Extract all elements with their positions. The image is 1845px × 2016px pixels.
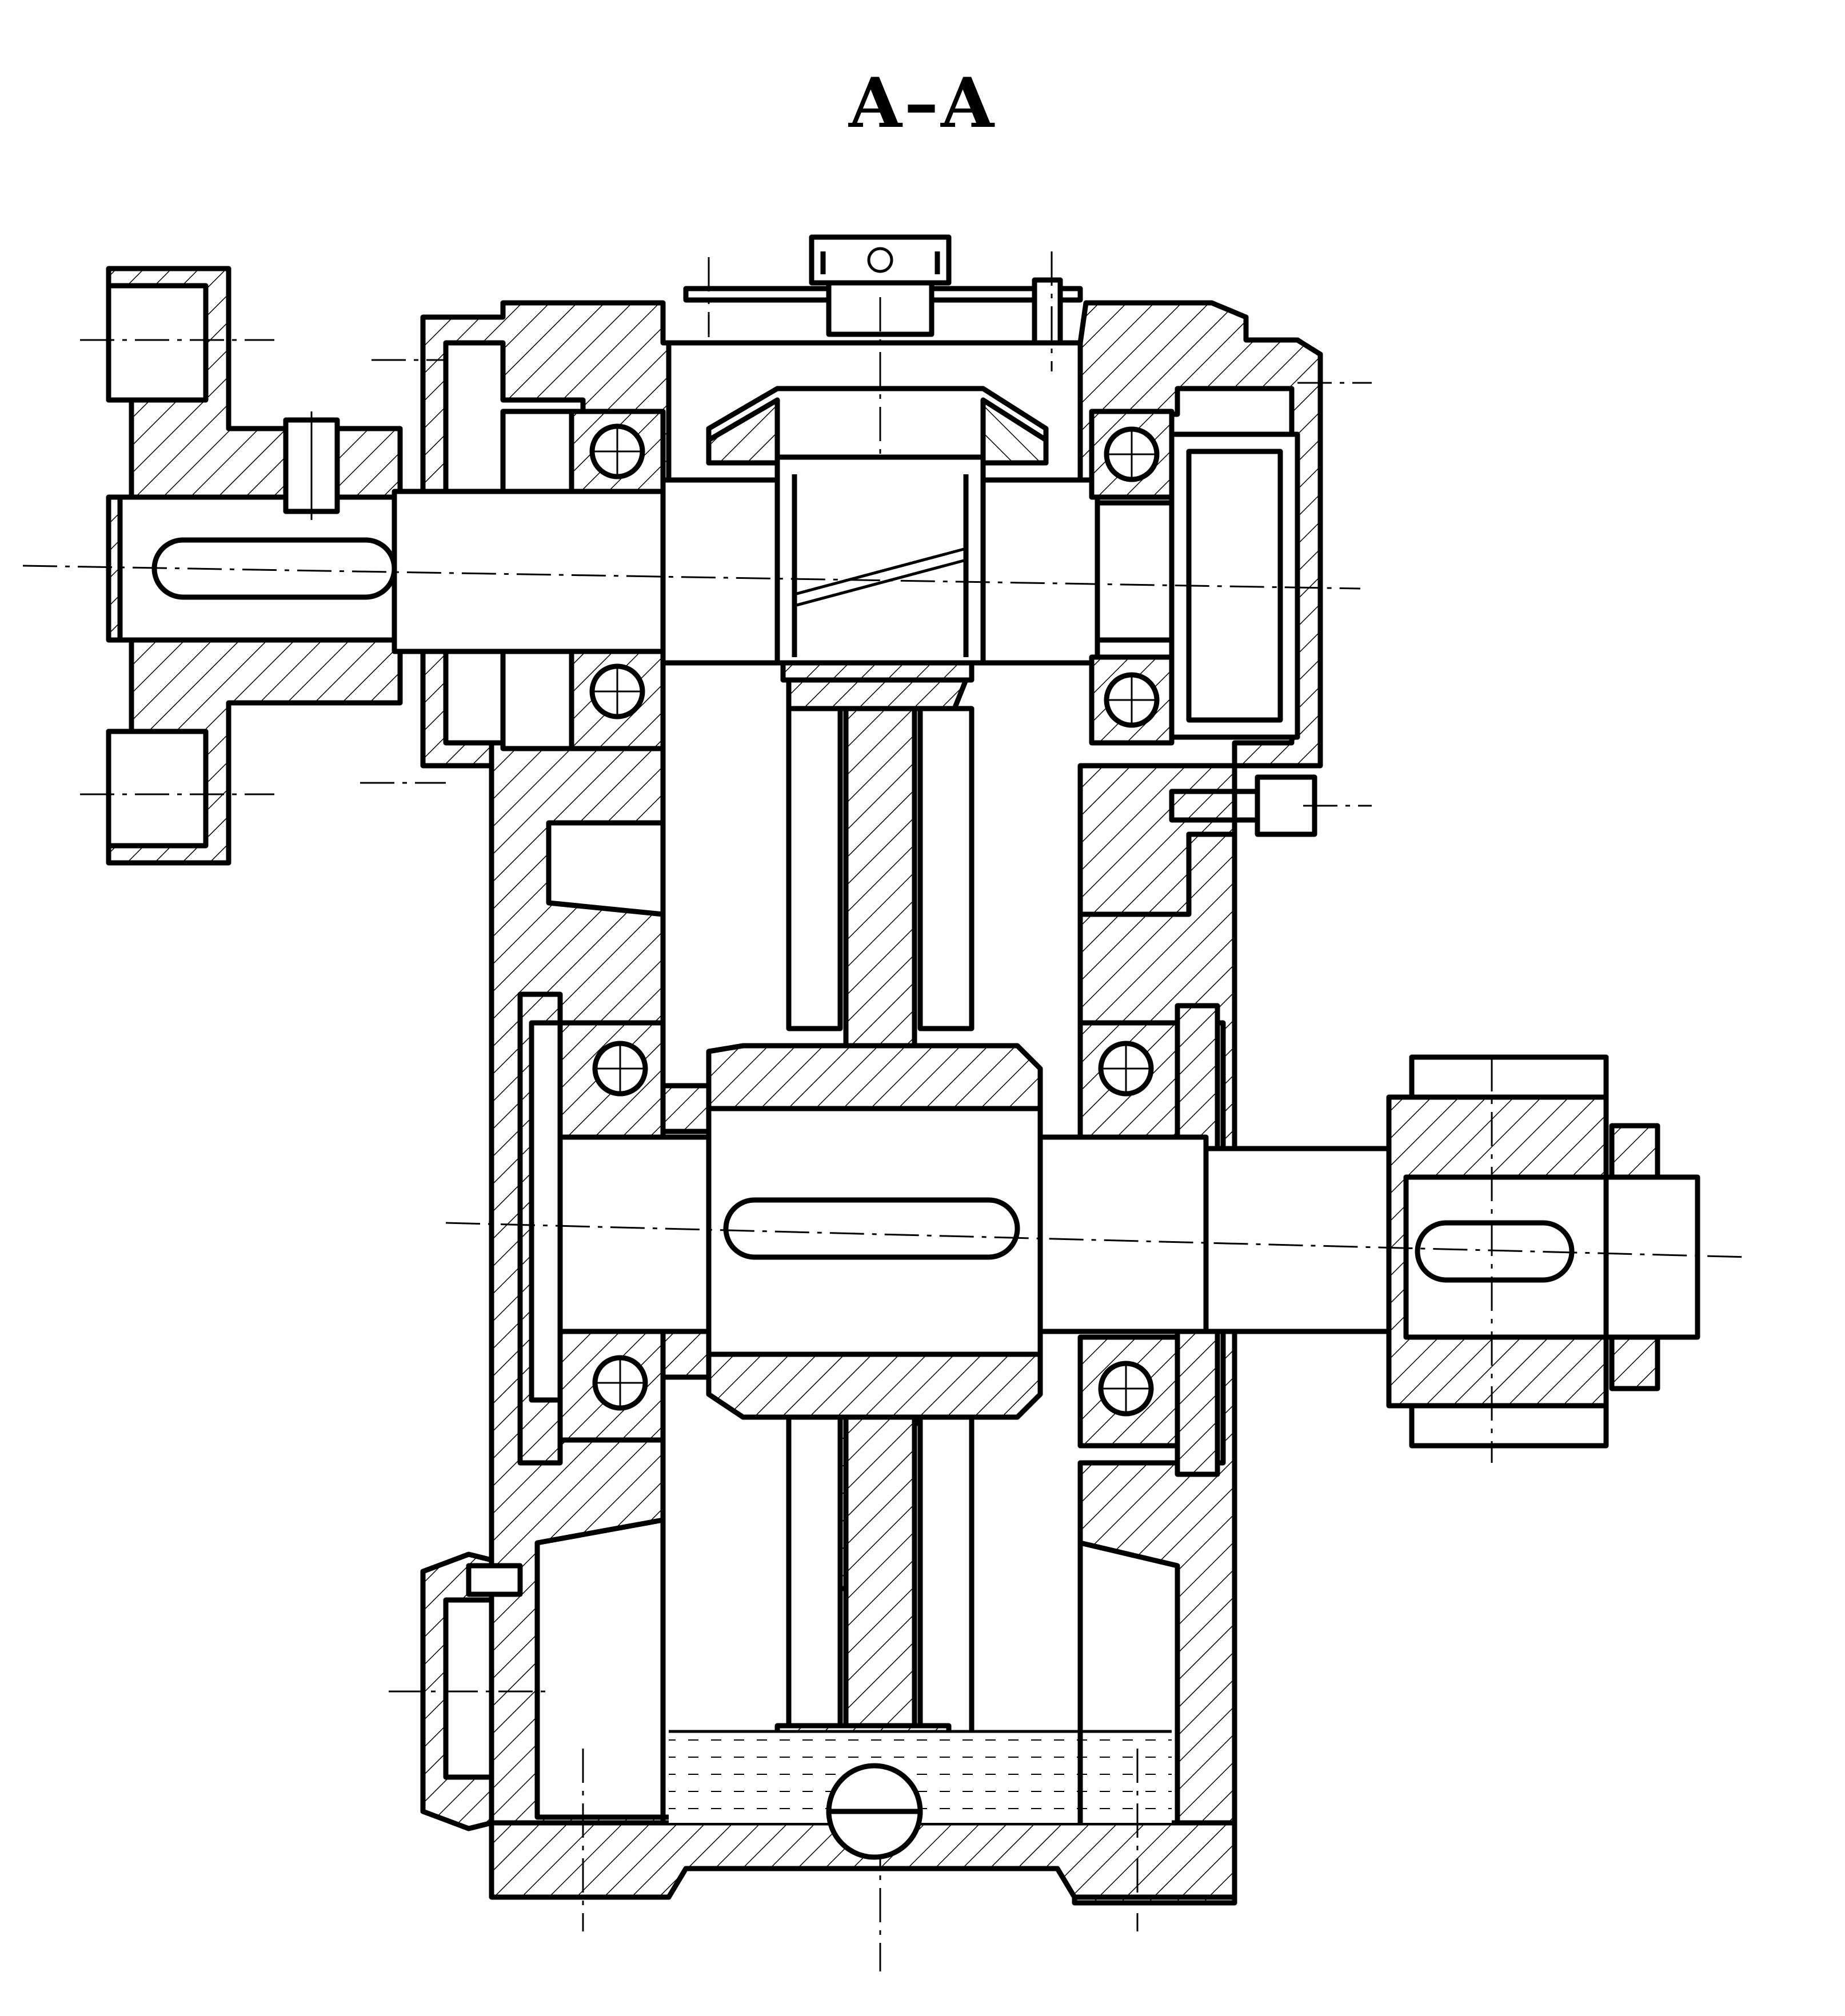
section-title: A–A [848,63,997,143]
drain-plug [826,1763,923,1860]
input-shaft-assembly [22,266,1361,866]
bearing-input-right [1089,409,1175,746]
output-shaft-assembly [445,991,1750,1477]
oil-gauge [389,1551,549,1831]
output-gear-hub [706,1043,1043,1111]
bearing-input-left [500,409,666,751]
body-bottom [489,1820,1237,1900]
output-gear-hub-lower [706,1351,1043,1420]
